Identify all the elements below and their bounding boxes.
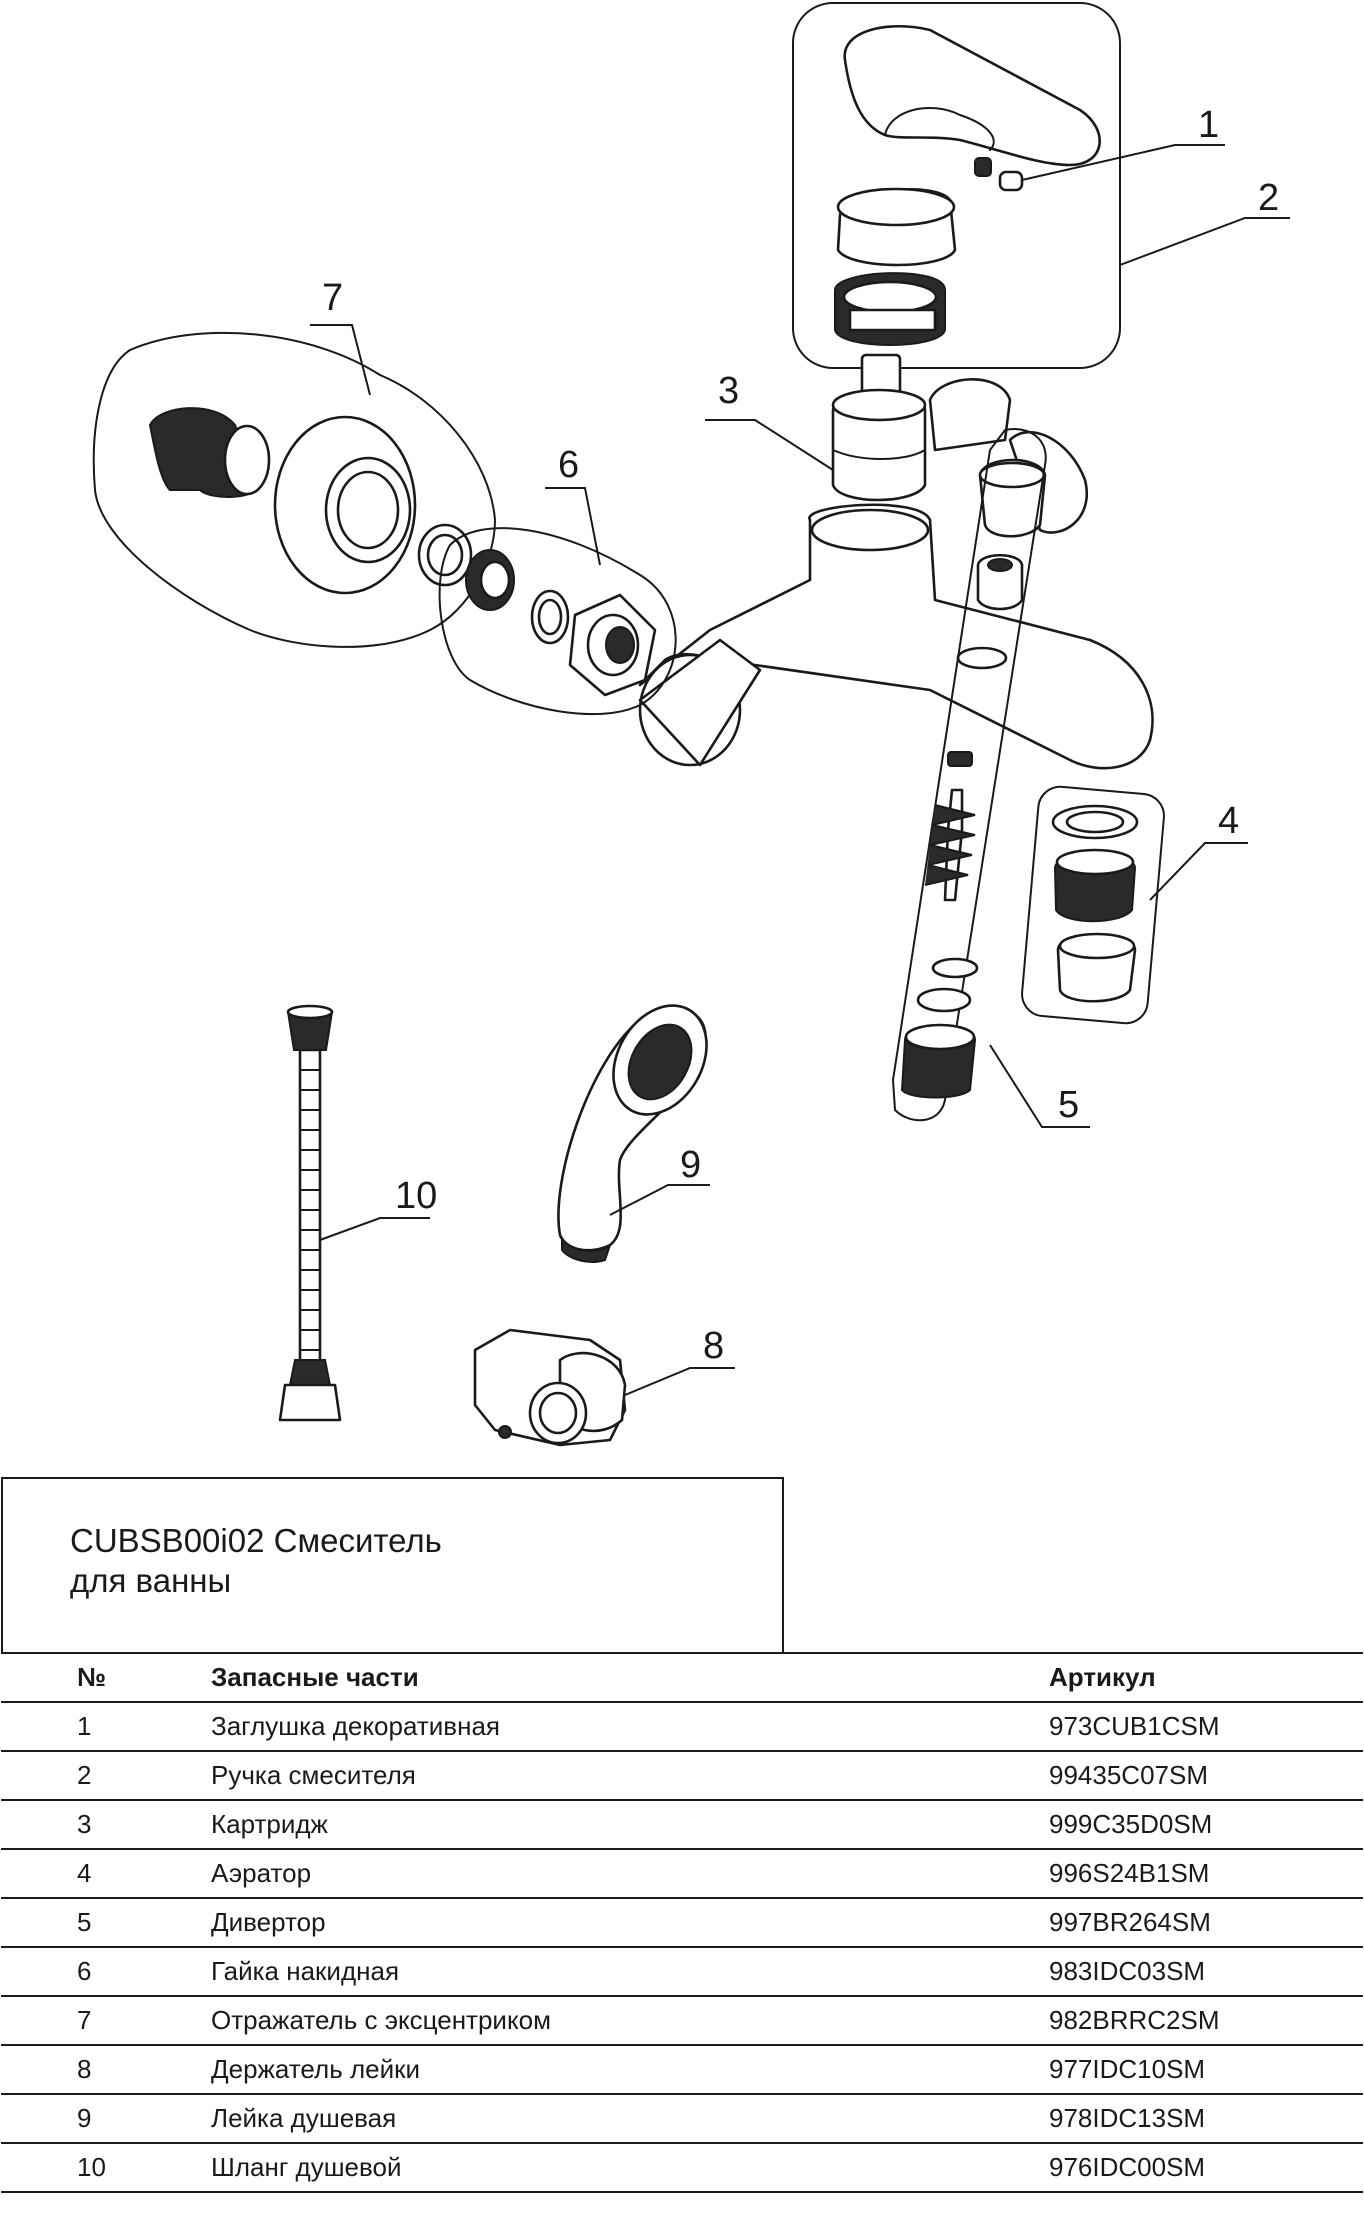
- title-box: CUBSB00i02 Смеситель для ванны: [1, 1477, 784, 1652]
- row-part-name: Заглушка декоративная: [211, 1701, 1049, 1751]
- row-article: 996S24B1SM: [1049, 1848, 1363, 1898]
- row-number: 5: [1, 1897, 211, 1947]
- row-part-name: Аэратор: [211, 1848, 1049, 1898]
- row-article: 997BR264SM: [1049, 1897, 1363, 1947]
- group-box-aerator: [1021, 785, 1165, 1025]
- callout-3: 3: [718, 370, 739, 412]
- header-number: №: [1, 1652, 211, 1702]
- row-article: 999C35D0SM: [1049, 1799, 1363, 1849]
- row-article: 978IDC13SM: [1049, 2093, 1363, 2143]
- row-number: 1: [1, 1701, 211, 1751]
- exploded-parts-diagram: 1 2 3 4 5 6 7 8 9 10: [92, 2, 1290, 1447]
- header-part-name: Запасные части: [211, 1652, 1049, 1702]
- row-number: 4: [1, 1848, 211, 1898]
- row-part-name: Ручка смесителя: [211, 1750, 1049, 1800]
- leader-4: [1149, 842, 1248, 901]
- callout-5: 5: [1058, 1084, 1079, 1126]
- row-article: 982BRRC2SM: [1049, 1995, 1363, 2045]
- row-article: 983IDC03SM: [1049, 1946, 1363, 1996]
- leader-8: [624, 1367, 735, 1396]
- row-number: 10: [1, 2142, 211, 2193]
- leader-3: [705, 419, 834, 471]
- row-article: 976IDC00SM: [1049, 2142, 1363, 2193]
- header-article: Артикул: [1049, 1652, 1363, 1702]
- row-part-name: Держатель лейки: [211, 2044, 1049, 2094]
- row-number: 9: [1, 2093, 211, 2143]
- row-number: 6: [1, 1946, 211, 1996]
- row-number: 3: [1, 1799, 211, 1849]
- row-part-name: Картридж: [211, 1799, 1049, 1849]
- row-part-name: Отражатель с эксцентриком: [211, 1995, 1049, 2045]
- row-part-name: Лейка душевая: [211, 2093, 1049, 2143]
- diverter-stem: [943, 788, 964, 902]
- group-box-union-nut: [438, 527, 677, 716]
- row-article: 977IDC10SM: [1049, 2044, 1363, 2094]
- callout-2: 2: [1258, 177, 1279, 219]
- product-title: CUBSB00i02 Смеситель: [70, 1522, 442, 1559]
- row-number: 7: [1, 1995, 211, 2045]
- group-box-eccentric: [92, 331, 497, 648]
- callout-1: 1: [1198, 104, 1219, 146]
- leader-5: [989, 1044, 1090, 1128]
- callout-10: 10: [395, 1175, 437, 1217]
- product-subtitle: для ванны: [70, 1562, 232, 1599]
- handle-lever: [843, 24, 1101, 167]
- table-header-row: № Запасные части Артикул: [1, 1652, 1363, 1702]
- leader-6: [545, 487, 601, 566]
- leader-10: [319, 1217, 430, 1241]
- callout-8: 8: [703, 1325, 724, 1367]
- row-part-name: Дивертор: [211, 1897, 1049, 1947]
- leader-2: [1119, 217, 1290, 266]
- group-box-diverter: [891, 428, 1047, 1122]
- leader-1: [1021, 144, 1225, 181]
- decorative-plug: [998, 170, 1024, 192]
- row-part-name: Шланг душевой: [211, 2142, 1049, 2193]
- callout-4: 4: [1218, 800, 1239, 842]
- leader-7: [310, 324, 371, 396]
- row-number: 8: [1, 2044, 211, 2094]
- leader-9: [609, 1184, 710, 1216]
- group-box-handle: [792, 2, 1121, 369]
- shower-hose: [298, 1048, 322, 1367]
- row-part-name: Гайка накидная: [211, 1946, 1049, 1996]
- row-number: 2: [1, 1750, 211, 1800]
- row-article: 99435C07SM: [1049, 1750, 1363, 1800]
- row-article: 973CUB1CSM: [1049, 1701, 1363, 1751]
- callout-7: 7: [322, 277, 343, 319]
- callout-6: 6: [558, 444, 579, 486]
- callout-9: 9: [680, 1144, 701, 1186]
